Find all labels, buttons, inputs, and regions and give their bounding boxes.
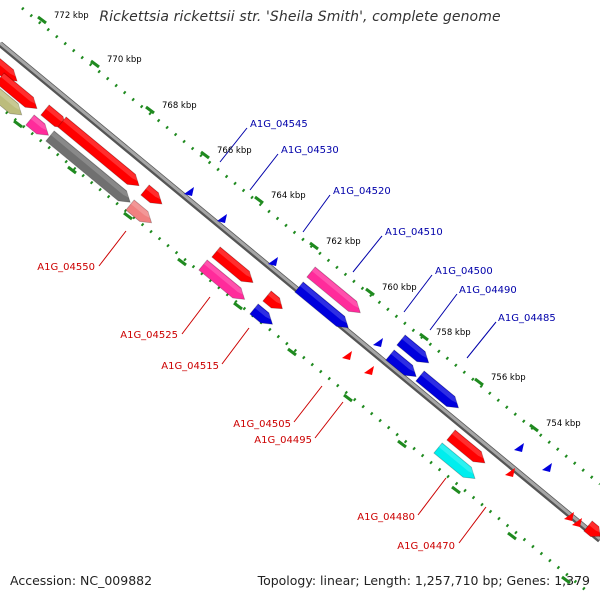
tick-label: 766 kbp	[217, 146, 252, 156]
reverse-leader-line	[221, 327, 250, 365]
lower-major-tick	[507, 531, 517, 541]
lower-major-tick	[397, 439, 407, 449]
gene-red-7	[446, 429, 488, 464]
gene-red-small	[572, 518, 582, 527]
tick-label: 760 kbp	[382, 283, 417, 293]
gene-blue-4	[385, 349, 419, 378]
gene-red-6	[262, 290, 285, 310]
tick-label: 756 kbp	[491, 373, 526, 383]
lower-major-tick	[287, 347, 297, 357]
gene-blue-3	[396, 334, 432, 364]
gene-blue-small	[542, 463, 552, 472]
reverse-leader-line	[458, 506, 487, 544]
gene-red-small	[564, 512, 574, 521]
lower-major-tick	[123, 211, 133, 221]
forward-gene-label: A1G_04545	[250, 119, 308, 130]
reverse-leader-line	[98, 230, 127, 267]
reverse-gene-label: A1G_04550	[37, 262, 95, 273]
feature-track	[0, 41, 600, 543]
gene-blue-small	[514, 443, 524, 452]
gene-red-long	[57, 116, 142, 187]
forward-leader-line	[219, 127, 248, 163]
forward-gene-label: A1G_04530	[281, 145, 339, 156]
lower-major-tick	[343, 393, 353, 403]
tick-label: 770 kbp	[107, 55, 142, 65]
tick-label: 758 kbp	[436, 328, 471, 338]
lower-major-tick	[561, 575, 571, 585]
upper-tick-track	[21, 6, 600, 486]
reverse-gene-label: A1G_04495	[254, 435, 312, 446]
reverse-gene-label: A1G_04525	[120, 330, 178, 341]
gene-cyan	[433, 442, 478, 480]
gene-red-small	[364, 366, 374, 375]
tick-label: 768 kbp	[162, 101, 197, 111]
gene-blue-1	[249, 303, 275, 325]
forward-gene-label: A1G_04485	[498, 313, 556, 324]
forward-leader-line	[249, 153, 279, 191]
gene-blue-5	[415, 370, 461, 409]
gene-red-5	[211, 246, 256, 284]
gene-salmon	[125, 199, 154, 224]
tick-label: 762 kbp	[326, 237, 361, 247]
reverse-leader-line	[181, 296, 211, 335]
upper-major-tick	[200, 150, 210, 160]
forward-gene-label: A1G_04520	[333, 186, 391, 197]
reverse-gene-label: A1G_04505	[233, 419, 291, 430]
forward-leader-line	[403, 274, 433, 313]
lower-major-tick	[233, 301, 243, 311]
gene-pink-1	[198, 259, 247, 300]
accession-text: Accession: NC_009882	[10, 573, 153, 588]
gene-blue-2	[294, 281, 351, 329]
reverse-leader-line	[314, 401, 344, 439]
tick-label: 754 kbp	[546, 419, 581, 429]
gene-blue-small	[184, 187, 194, 196]
label-leaders	[98, 127, 497, 544]
upper-major-tick	[90, 59, 100, 69]
upper-major-tick	[145, 105, 155, 115]
forward-gene-label: A1G_04500	[435, 266, 493, 277]
gene-pink-2	[306, 266, 363, 314]
reverse-gene-label: A1G_04480	[357, 512, 415, 523]
upper-major-tick	[309, 241, 319, 251]
forward-gene-label: A1G_04490	[459, 285, 517, 296]
gene-blue-small	[373, 338, 383, 347]
upper-major-tick	[474, 377, 484, 387]
forward-leader-line	[429, 293, 458, 331]
lower-major-tick	[67, 165, 77, 175]
upper-major-tick	[365, 287, 375, 297]
tick-label: 772 kbp	[54, 11, 89, 21]
lower-major-tick	[451, 485, 461, 495]
reverse-gene-label: A1G_04470	[397, 541, 455, 552]
gene-blue-small	[217, 214, 227, 223]
summary-text: Topology: linear; Length: 1,257,710 bp; …	[257, 573, 590, 588]
lower-major-tick	[177, 257, 187, 267]
reverse-gene-label: A1G_04515	[161, 361, 219, 372]
reverse-leader-line	[293, 385, 323, 423]
map-title: Rickettsia rickettsii str. 'Sheila Smith…	[99, 9, 501, 25]
gene-red-small	[342, 351, 352, 360]
reverse-leader-line	[417, 477, 447, 516]
gene-pink-small	[25, 114, 51, 136]
tick-label: 764 kbp	[271, 191, 306, 201]
gene-blue-small	[268, 257, 278, 266]
forward-leader-line	[466, 321, 497, 359]
lower-major-tick	[13, 119, 23, 129]
forward-leader-line	[352, 235, 383, 273]
tick-track	[5, 6, 600, 594]
gene-red-8	[583, 520, 600, 538]
gene-olive	[0, 86, 25, 116]
upper-major-tick	[529, 423, 539, 433]
upper-major-tick	[419, 332, 429, 342]
upper-major-tick	[37, 15, 47, 25]
gene-red-small	[505, 468, 515, 477]
upper-major-tick	[254, 195, 264, 205]
forward-gene-label: A1G_04510	[385, 227, 443, 238]
gene-red-4	[140, 184, 165, 205]
forward-leader-line	[302, 194, 331, 233]
gene-red-2	[0, 72, 40, 110]
gene-gray-long	[45, 130, 133, 203]
label-layer: 772 kbp 770 kbp 768 kbp 766 kbp 764 kbp 762 k…	[37, 11, 580, 552]
lower-tick-track	[5, 110, 589, 594]
